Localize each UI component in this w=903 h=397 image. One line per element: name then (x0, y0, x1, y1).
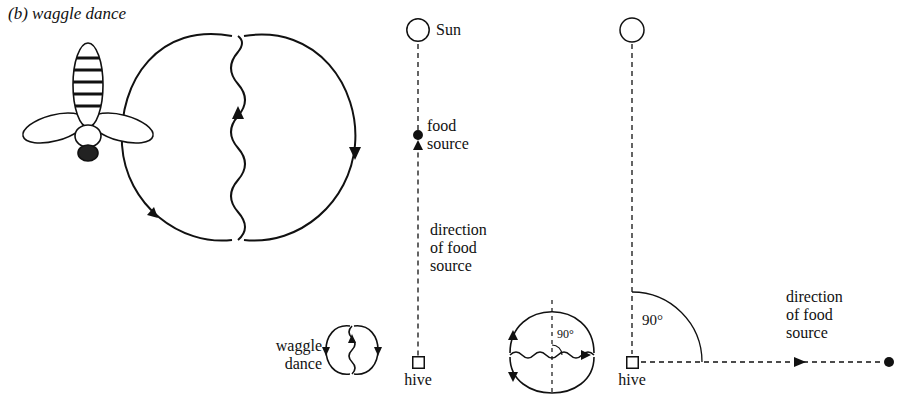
arrowhead (508, 330, 591, 382)
arrowhead (147, 106, 361, 218)
dashed-connector (417, 140, 418, 356)
sun (620, 18, 644, 42)
dance-label: waggle dance (258, 337, 322, 373)
arrowhead (232, 106, 244, 119)
food-source-dot (884, 357, 894, 367)
food-source-shape (413, 130, 423, 140)
hive: hive (626, 356, 639, 369)
arrowhead (349, 147, 361, 160)
node-label: Sun (436, 21, 461, 39)
bee (20, 43, 157, 161)
sun: Sun (406, 18, 430, 42)
bee-head (78, 145, 98, 161)
sun-shape (406, 18, 430, 42)
food-source-circle (414, 131, 422, 139)
arrowhead (794, 357, 806, 367)
hive-square (412, 356, 424, 368)
hive: hive (412, 356, 425, 369)
node-label: food source (427, 117, 489, 153)
small-waggle-dance (510, 312, 594, 393)
dashed-connector (417, 42, 418, 130)
angle-label: 90° (557, 327, 574, 341)
direction-label: direction of food source (786, 288, 858, 342)
food-source: food source (413, 130, 423, 140)
bee-abdomen (73, 43, 103, 127)
hive-square (626, 356, 638, 368)
small-waggle-dance (326, 326, 378, 374)
sun-circle (407, 19, 429, 41)
arrowhead (322, 334, 382, 356)
angle-arc (632, 292, 702, 362)
node-label: hive (618, 371, 646, 389)
sun-line (631, 44, 632, 354)
bee-stripes (70, 58, 106, 106)
arrowhead (147, 207, 158, 218)
food-direction-line (641, 361, 883, 362)
hive-shape (412, 356, 425, 369)
waggle-run (231, 36, 245, 240)
node-label: hive (404, 371, 432, 389)
bee-thorax (75, 125, 101, 147)
vertical-reference (551, 300, 552, 396)
figure-title: (b) waggle dance (8, 4, 126, 24)
hive-shape (626, 356, 639, 369)
edge-label: direction of food source (428, 221, 504, 275)
dance-loop (244, 35, 355, 241)
waggle-dance-path (122, 34, 356, 241)
angle-label: 90° (642, 312, 663, 329)
